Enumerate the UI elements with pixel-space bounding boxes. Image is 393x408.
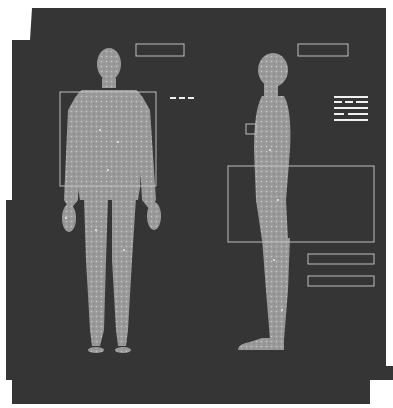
- scan-background: [6, 8, 393, 404]
